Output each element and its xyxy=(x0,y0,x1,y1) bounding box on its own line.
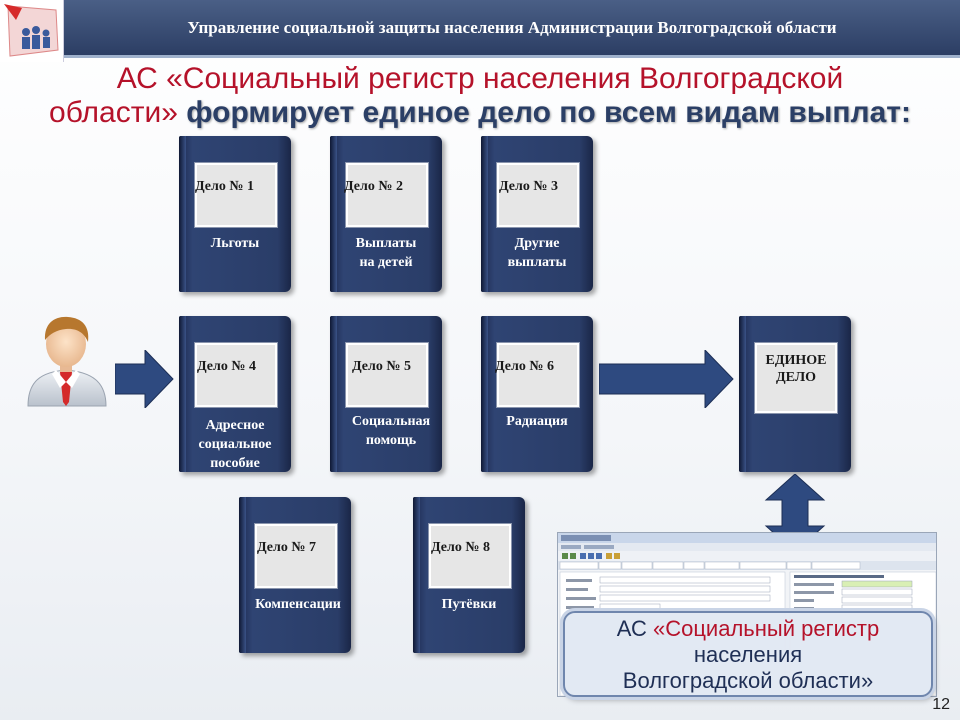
logo-icon xyxy=(4,4,59,57)
case-caption-4-line2: социальное xyxy=(198,437,272,452)
case-book-5: Дело № 5 Социальная помощь xyxy=(330,316,442,472)
case-caption-5: Социальная помощь xyxy=(330,412,452,450)
case-label-3 xyxy=(496,162,580,228)
case-number-5: Дело № 5 xyxy=(352,359,411,374)
case-caption-2-line2: на детей xyxy=(359,255,413,270)
case-book-8: Дело № 8 Путёвки xyxy=(413,497,525,653)
case-caption-2: Выплаты на детей xyxy=(330,234,442,272)
single-case-label xyxy=(754,342,838,414)
case-number-6: Дело № 6 xyxy=(495,359,554,374)
page-number: 12 xyxy=(932,696,950,713)
case-caption-4: Адресное социальное пособие xyxy=(179,416,291,473)
system-name-line2: населения xyxy=(693,642,803,667)
case-book-3: Дело № 3 Другие выплаты xyxy=(481,136,593,292)
case-caption-4-line3: пособие xyxy=(210,456,260,471)
case-caption-8-line1: Путёвки xyxy=(441,597,497,612)
case-book-4: Дело № 4 Адресное социальное пособие xyxy=(179,316,291,472)
header-title: Управление социальной защиты населения А… xyxy=(187,17,837,37)
case-label-5 xyxy=(345,342,429,408)
case-caption-7-line1: Компенсации xyxy=(255,597,341,612)
title-line-2: области» формирует единое дело по всем в… xyxy=(20,96,940,130)
case-book-6: Дело № 6 Радиация xyxy=(481,316,593,472)
case-number-3: Дело № 3 xyxy=(499,179,558,194)
single-case-line2: ДЕЛО xyxy=(775,370,817,385)
system-name-line1: АС «Социальный регистр xyxy=(565,616,931,642)
case-caption-5-line1: Социальная xyxy=(351,414,431,429)
case-caption-3-line2: выплаты xyxy=(507,255,567,270)
case-label-6 xyxy=(496,342,580,408)
system-name-line3: Волгоградской области» xyxy=(622,668,874,693)
case-caption-3: Другие выплаты xyxy=(481,234,593,272)
page-title: АС «Социальный регистр населения Волгогр… xyxy=(20,62,940,130)
case-caption-3-line1: Другие xyxy=(514,236,560,251)
case-book-1: Дело № 1 Льготы xyxy=(179,136,291,292)
system-name-box: АС «Социальный регистр населения Волгогр… xyxy=(563,611,933,697)
case-number-8: Дело № 8 xyxy=(431,540,490,555)
case-caption-1: Льготы xyxy=(179,234,291,253)
case-number-7: Дело № 7 xyxy=(257,540,316,555)
system-name-title: «Социальный регистр xyxy=(652,616,880,641)
case-book-2: Дело № 2 Выплаты на детей xyxy=(330,136,442,292)
logo xyxy=(0,0,64,62)
case-caption-1-line1: Льготы xyxy=(210,236,260,251)
system-name-prefix: АС xyxy=(616,616,647,641)
case-label-4 xyxy=(194,342,278,408)
person-icon xyxy=(27,316,107,407)
right-arrow-icon xyxy=(115,350,174,408)
case-book-7: Дело № 7 Компенсации xyxy=(239,497,351,653)
case-caption-6-line1: Радиация xyxy=(506,414,568,429)
single-case-text: ЕДИНОЕ ДЕЛО xyxy=(755,352,837,386)
case-caption-6: Радиация xyxy=(481,412,593,431)
case-number-4: Дело № 4 xyxy=(197,359,256,374)
case-caption-4-line1: Адресное xyxy=(205,418,265,433)
case-caption-7: Компенсации xyxy=(239,595,357,614)
case-caption-5-line2: помощь xyxy=(365,433,417,448)
case-label-1 xyxy=(194,162,278,228)
right-arrow-icon xyxy=(599,350,734,408)
single-case-line1: ЕДИНОЕ xyxy=(765,353,827,368)
case-label-8 xyxy=(428,523,512,589)
case-number-2: Дело № 2 xyxy=(344,179,403,194)
case-caption-2-line1: Выплаты xyxy=(355,236,417,251)
single-case-book: ЕДИНОЕ ДЕЛО xyxy=(739,316,851,472)
case-caption-8: Путёвки xyxy=(413,595,525,614)
title-line-1: АС «Социальный регистр населения Волгогр… xyxy=(116,62,844,95)
case-label-7 xyxy=(254,523,338,589)
case-number-1: Дело № 1 xyxy=(195,179,254,194)
header-bar: Управление социальной защиты населения А… xyxy=(64,0,960,58)
title-line-2-dark: формирует единое дело по всем видам выпл… xyxy=(186,96,911,129)
title-line-2-red: области» xyxy=(49,96,178,129)
case-label-2 xyxy=(345,162,429,228)
